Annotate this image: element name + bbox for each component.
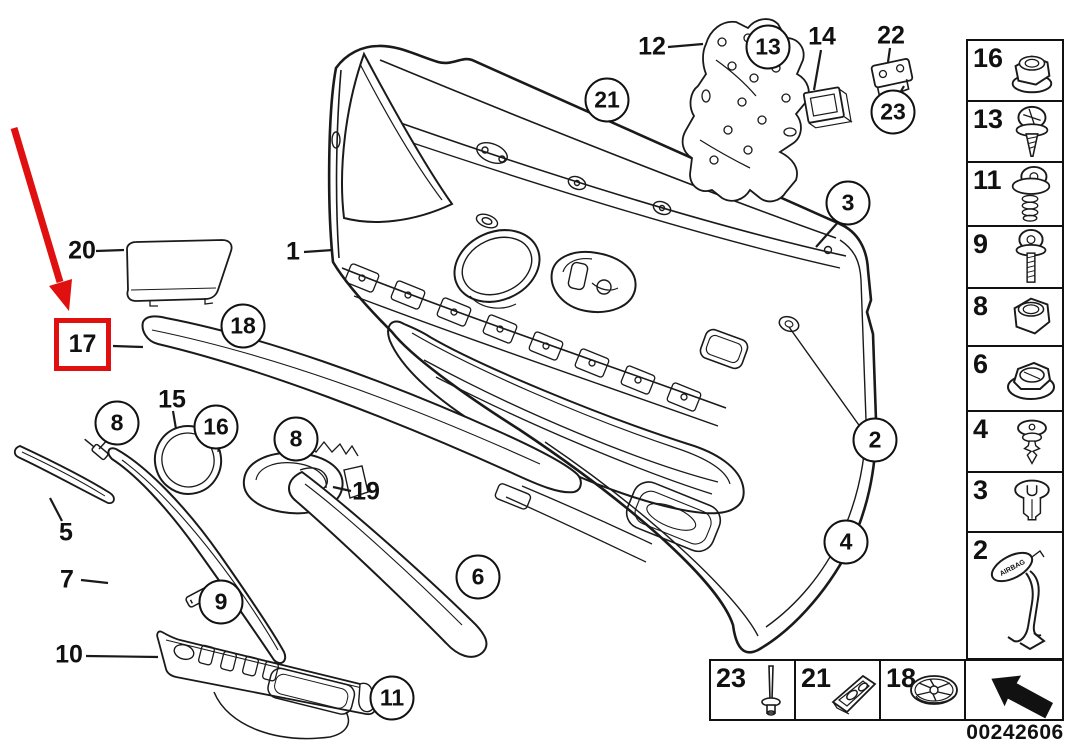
- callout-1[interactable]: 1: [286, 237, 300, 266]
- callout-circle-2[interactable]: 2: [852, 417, 898, 463]
- sidebar-part-9[interactable]: 9: [966, 225, 1064, 289]
- callout-5[interactable]: 5: [59, 518, 73, 547]
- callout-17[interactable]: 17: [68, 330, 97, 358]
- callout-circle-18[interactable]: 18: [220, 303, 266, 349]
- callout-10[interactable]: 10: [55, 640, 83, 669]
- control-module-art: [802, 86, 853, 129]
- expanding-nut-icon: [1014, 479, 1050, 521]
- sidebar-part-11[interactable]: 11: [966, 161, 1064, 227]
- mounting-bracket-icon: [831, 674, 877, 715]
- flange-nut-icon: [1007, 361, 1055, 400]
- fastener-sidebar: 16 13 11: [966, 39, 1064, 660]
- long-screw-with-washer-icon: [1015, 228, 1047, 283]
- armrest-trim-art: [288, 470, 722, 658]
- callout-circle-16[interactable]: 16: [193, 404, 239, 450]
- callout-circle-3[interactable]: 3: [825, 180, 871, 226]
- callout-circle-11[interactable]: 11: [369, 675, 415, 721]
- side-strip-art: [13, 445, 115, 504]
- callout-circle-9[interactable]: 9: [198, 579, 244, 625]
- back-arrow-icon: [991, 675, 1053, 719]
- callout-circle-23[interactable]: 23: [870, 89, 916, 135]
- callout-19[interactable]: 19: [352, 477, 380, 506]
- bottom-part-18[interactable]: 18: [879, 659, 966, 721]
- bottom-part-21[interactable]: 21: [794, 659, 881, 721]
- callout-15[interactable]: 15: [158, 385, 186, 414]
- callout-12[interactable]: 12: [638, 32, 666, 61]
- sidebar-part-3[interactable]: 3: [966, 471, 1064, 533]
- hex-nut-icon: [1013, 297, 1051, 335]
- fastener-bottom-row: 23 21 18: [709, 659, 1064, 721]
- screw-with-washer-icon: [1015, 105, 1049, 157]
- leader-lines: [49, 42, 905, 659]
- image-code: 00242606: [966, 721, 1064, 744]
- callout-circle-6[interactable]: 6: [455, 554, 501, 600]
- callout-14[interactable]: 14: [808, 22, 836, 51]
- back-arrow-box[interactable]: [964, 659, 1064, 721]
- callout-20[interactable]: 20: [68, 236, 96, 265]
- callout-circle-13[interactable]: 13: [745, 24, 791, 70]
- callout-circle-8b[interactable]: 8: [273, 416, 319, 462]
- airbag-emblem-bracket-icon: AIRBAG: [990, 549, 1046, 650]
- cover-cap-art: [126, 239, 233, 307]
- rivet-pin-icon: [761, 665, 781, 716]
- callout-7[interactable]: 7: [60, 565, 74, 594]
- red-highlight-arrow-icon: [10, 126, 72, 311]
- callout-circle-4[interactable]: 4: [823, 519, 869, 565]
- callout-circle-8a[interactable]: 8: [94, 400, 140, 446]
- sidebar-part-2[interactable]: 2 AIRBAG: [966, 531, 1064, 660]
- spoked-retainer-clip-icon: [910, 675, 958, 705]
- sidebar-part-16[interactable]: 16: [966, 39, 1064, 102]
- expanding-rivet-icon: [1017, 419, 1047, 465]
- sidebar-part-6[interactable]: 6: [966, 345, 1064, 412]
- highlight-box: 17: [54, 318, 111, 371]
- sidebar-part-4[interactable]: 4: [966, 410, 1064, 473]
- sidebar-part-13[interactable]: 13: [966, 100, 1064, 163]
- sidebar-part-8[interactable]: 8: [966, 287, 1064, 347]
- callout-circle-21[interactable]: 21: [584, 77, 630, 123]
- flange-lock-nut-icon: [1011, 54, 1053, 93]
- screw-with-spring-washer-icon: [1011, 165, 1051, 222]
- callout-22[interactable]: 22: [877, 21, 905, 50]
- bottom-part-23[interactable]: 23: [709, 659, 796, 721]
